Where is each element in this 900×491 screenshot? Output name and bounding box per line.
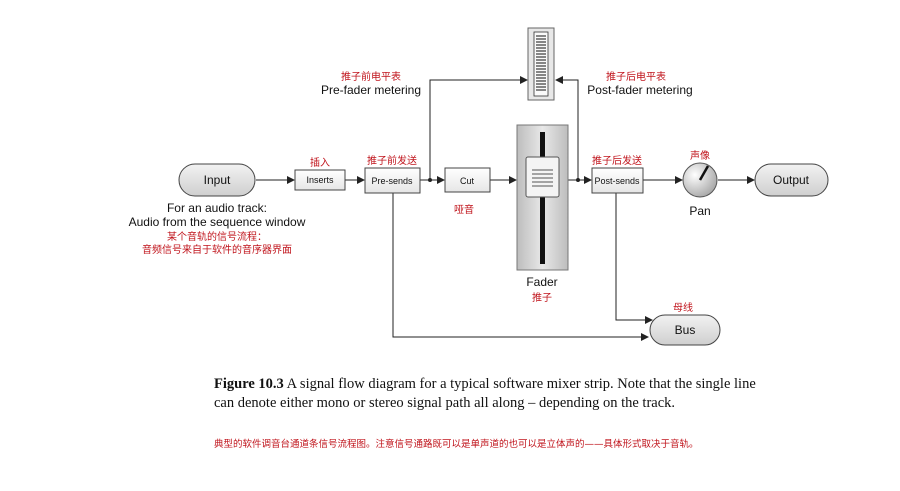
post-sends-zh-label: 推子后发送 bbox=[592, 154, 642, 167]
inserts-node: Inserts 插入 bbox=[294, 156, 346, 191]
pre-sends-zh-label: 推子前发送 bbox=[367, 154, 417, 167]
figure-caption-zh: 典型的软件调音台通道条信号流程图。注意信号通路既可以是单声道的也可以是立体声的—… bbox=[214, 439, 699, 450]
pan-pointer bbox=[698, 165, 710, 181]
fader-track bbox=[540, 132, 545, 264]
fader-cap bbox=[525, 156, 560, 198]
input-label: Input bbox=[204, 173, 231, 187]
signal-flow-diagram: Input Inserts 插入 Pre-sends 推子前发送 Cut 哑音 … bbox=[129, 27, 829, 346]
output-label: Output bbox=[773, 173, 810, 187]
pre-fader-metering-label: Pre-fader metering bbox=[321, 83, 421, 97]
fader-label: Fader bbox=[526, 275, 557, 289]
level-meter bbox=[527, 27, 555, 101]
figure-caption-text: A signal flow diagram for a typical soft… bbox=[214, 376, 756, 411]
bus-label: Bus bbox=[675, 323, 696, 337]
post-sends-node: Post-sends 推子后发送 bbox=[591, 154, 644, 194]
post-fader-metering-label: Post-fader metering bbox=[587, 83, 692, 97]
audio-track-zh-line2: 音频信号来自于软件的音序器界面 bbox=[142, 243, 292, 256]
pan-zh-label: 声像 bbox=[690, 149, 710, 162]
inserts-label: Inserts bbox=[306, 175, 334, 185]
pre-sends-label: Pre-sends bbox=[371, 176, 413, 186]
audio-track-zh-line1: 某个音轨的信号流程： bbox=[167, 230, 267, 243]
bus-zh-label: 母线 bbox=[673, 301, 693, 314]
pan-label: Pan bbox=[689, 204, 710, 218]
audio-track-line1: For an audio track: bbox=[167, 201, 267, 215]
pan-knob: Pan 声像 bbox=[682, 149, 718, 218]
pre-sends-node: Pre-sends 推子前发送 bbox=[364, 154, 421, 194]
post-fader-junction bbox=[576, 178, 580, 182]
cut-label: Cut bbox=[460, 176, 475, 186]
figure-number: Figure 10.3 bbox=[214, 376, 284, 392]
cut-node: Cut 哑音 bbox=[444, 167, 491, 216]
inserts-zh-label: 插入 bbox=[310, 156, 330, 169]
pre-fader-metering-zh-label: 推子前电平表 bbox=[341, 70, 401, 83]
figure-caption: Figure 10.3 A signal flow diagram for a … bbox=[214, 375, 774, 413]
fader-node: Fader 推子 bbox=[516, 124, 569, 304]
output-node: Output bbox=[754, 163, 829, 197]
input-node: Input bbox=[178, 163, 256, 197]
bus-node: Bus 母线 bbox=[649, 301, 721, 346]
post-fader-metering-zh-label: 推子后电平表 bbox=[606, 70, 666, 83]
cut-zh-label: 哑音 bbox=[454, 203, 474, 216]
fader-zh-label: 推子 bbox=[532, 291, 552, 304]
post-sends-label: Post-sends bbox=[594, 176, 640, 186]
pre-fader-junction bbox=[428, 178, 432, 182]
audio-track-line2: Audio from the sequence window bbox=[129, 215, 306, 229]
signal-lines bbox=[256, 76, 755, 341]
